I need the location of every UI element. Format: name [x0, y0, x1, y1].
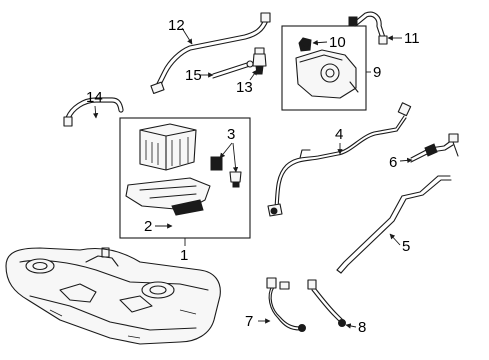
svg-text:6: 6: [389, 154, 397, 171]
svg-text:4: 4: [335, 126, 343, 143]
callout-7: 7: [245, 313, 271, 330]
callout-15: 15: [185, 67, 214, 84]
svg-text:7: 7: [245, 313, 253, 330]
svg-text:8: 8: [358, 319, 366, 336]
callout-2: 2: [144, 218, 173, 235]
svg-text:9: 9: [373, 64, 381, 81]
connector-6: [410, 133, 459, 163]
callout-11: 11: [387, 30, 420, 47]
svg-text:11: 11: [404, 30, 420, 47]
svg-text:10: 10: [329, 34, 346, 51]
callout-6: 6: [389, 154, 413, 171]
hose-11: [348, 11, 388, 45]
callout-13: 13: [236, 69, 258, 96]
callout-8: 8: [345, 319, 366, 336]
hose-14: [63, 97, 124, 127]
fuel-line-5: [336, 175, 452, 274]
fuel-tank: [5, 247, 221, 345]
vent-hose-12: [150, 12, 271, 95]
canister-box-1: [119, 117, 251, 239]
svg-text:3: 3: [227, 126, 235, 143]
connector-13: [252, 47, 267, 75]
svg-text:15: 15: [185, 67, 202, 84]
svg-text:14: 14: [86, 89, 103, 106]
sensor-wire-8: [307, 279, 346, 327]
callout-10: 10: [312, 34, 346, 51]
callout-4: 4: [335, 126, 343, 155]
callout-14: 14: [86, 89, 103, 119]
fuel-line-4: [267, 102, 412, 217]
svg-text:12: 12: [168, 17, 185, 34]
vent-box-9: [281, 25, 367, 111]
svg-text:2: 2: [144, 218, 152, 235]
sensor-wire-7: [266, 277, 306, 332]
callout-5: 5: [389, 233, 410, 255]
valve-10: [298, 37, 312, 52]
callout-9: 9: [366, 64, 381, 81]
svg-text:13: 13: [236, 79, 253, 96]
callout-1: 1: [180, 238, 188, 264]
svg-text:1: 1: [180, 247, 188, 264]
callout-12: 12: [168, 17, 193, 45]
connector-15: [212, 60, 254, 79]
callout-3: 3: [219, 126, 239, 173]
svg-text:5: 5: [402, 238, 410, 255]
sensor-3: [210, 156, 242, 188]
